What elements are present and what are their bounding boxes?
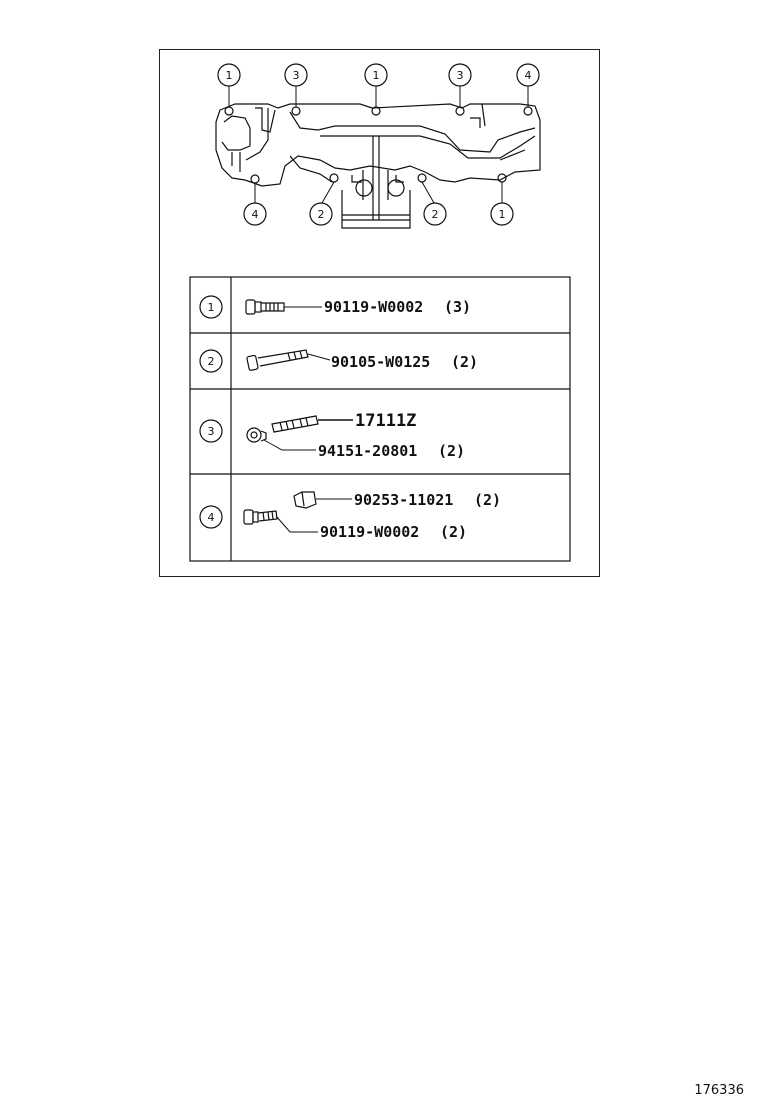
callout-label: 2 [432, 208, 439, 221]
row-ref-circle: 1 [199, 295, 223, 319]
illustration-number: 176336 [694, 1083, 744, 1098]
table-row-4: 4 90253-11021 (2) 90119-W0002 (2) [199, 491, 501, 541]
table-row-1: 1 90119-W0002 (3) [199, 295, 471, 319]
flange-bolt-icon [245, 299, 285, 315]
row-ref-circle: 4 [199, 505, 223, 529]
row-ref-circle: 3 [199, 419, 223, 443]
parts-table [189, 276, 571, 562]
callout-bottom-2: 2 [309, 202, 333, 226]
callout-top-4: 3 [448, 63, 472, 87]
collar-nut-icon [293, 491, 317, 509]
part-qty: (2) [438, 442, 465, 460]
callout-bottom-4: 1 [490, 202, 514, 226]
callout-label: 3 [457, 69, 464, 82]
part-qty: (2) [440, 523, 467, 541]
part-qty: (3) [444, 298, 471, 316]
callout-top-2: 3 [284, 63, 308, 87]
flange-bolt-icon [243, 509, 278, 525]
row-ref-label: 3 [208, 425, 215, 438]
callout-top-5: 4 [516, 63, 540, 87]
callout-bottom-3: 2 [423, 202, 447, 226]
row-ref-circle: 2 [199, 349, 223, 373]
callout-label: 1 [226, 69, 233, 82]
callout-label: 1 [499, 208, 506, 221]
part-number: 90105-W0125 [331, 353, 430, 371]
callout-label: 4 [525, 69, 532, 82]
part-number: 17111Z [355, 411, 416, 431]
callout-bottom-1: 4 [243, 202, 267, 226]
row-ref-label: 1 [208, 301, 215, 314]
diagram-frame [159, 49, 600, 577]
row-ref-label: 2 [208, 355, 215, 368]
part-qty: (2) [451, 353, 478, 371]
nut-icon [246, 427, 267, 443]
callout-top-1: 1 [217, 63, 241, 87]
long-bolt-icon [246, 349, 309, 371]
callout-label: 4 [252, 208, 259, 221]
callout-top-3: 1 [364, 63, 388, 87]
part-number: 94151-20801 [318, 442, 417, 460]
table-row-3: 3 17111Z 94151-20801 (2) [199, 411, 465, 460]
callout-leaders [228, 86, 529, 204]
manifold-gasket-drawing [215, 103, 541, 187]
row-ref-label: 4 [208, 511, 215, 524]
part-number: 90119-W0002 [324, 298, 423, 316]
callout-label: 2 [318, 208, 325, 221]
callout-label: 3 [293, 69, 300, 82]
stud-bolt-icon [271, 415, 319, 433]
table-row-2: 2 90105-W0125 (2) [199, 349, 478, 373]
part-qty: (2) [474, 491, 501, 509]
center-bracket-drawing [341, 136, 411, 229]
callout-label: 1 [373, 69, 380, 82]
part-number: 90253-11021 [354, 491, 453, 509]
part-number: 90119-W0002 [320, 523, 419, 541]
